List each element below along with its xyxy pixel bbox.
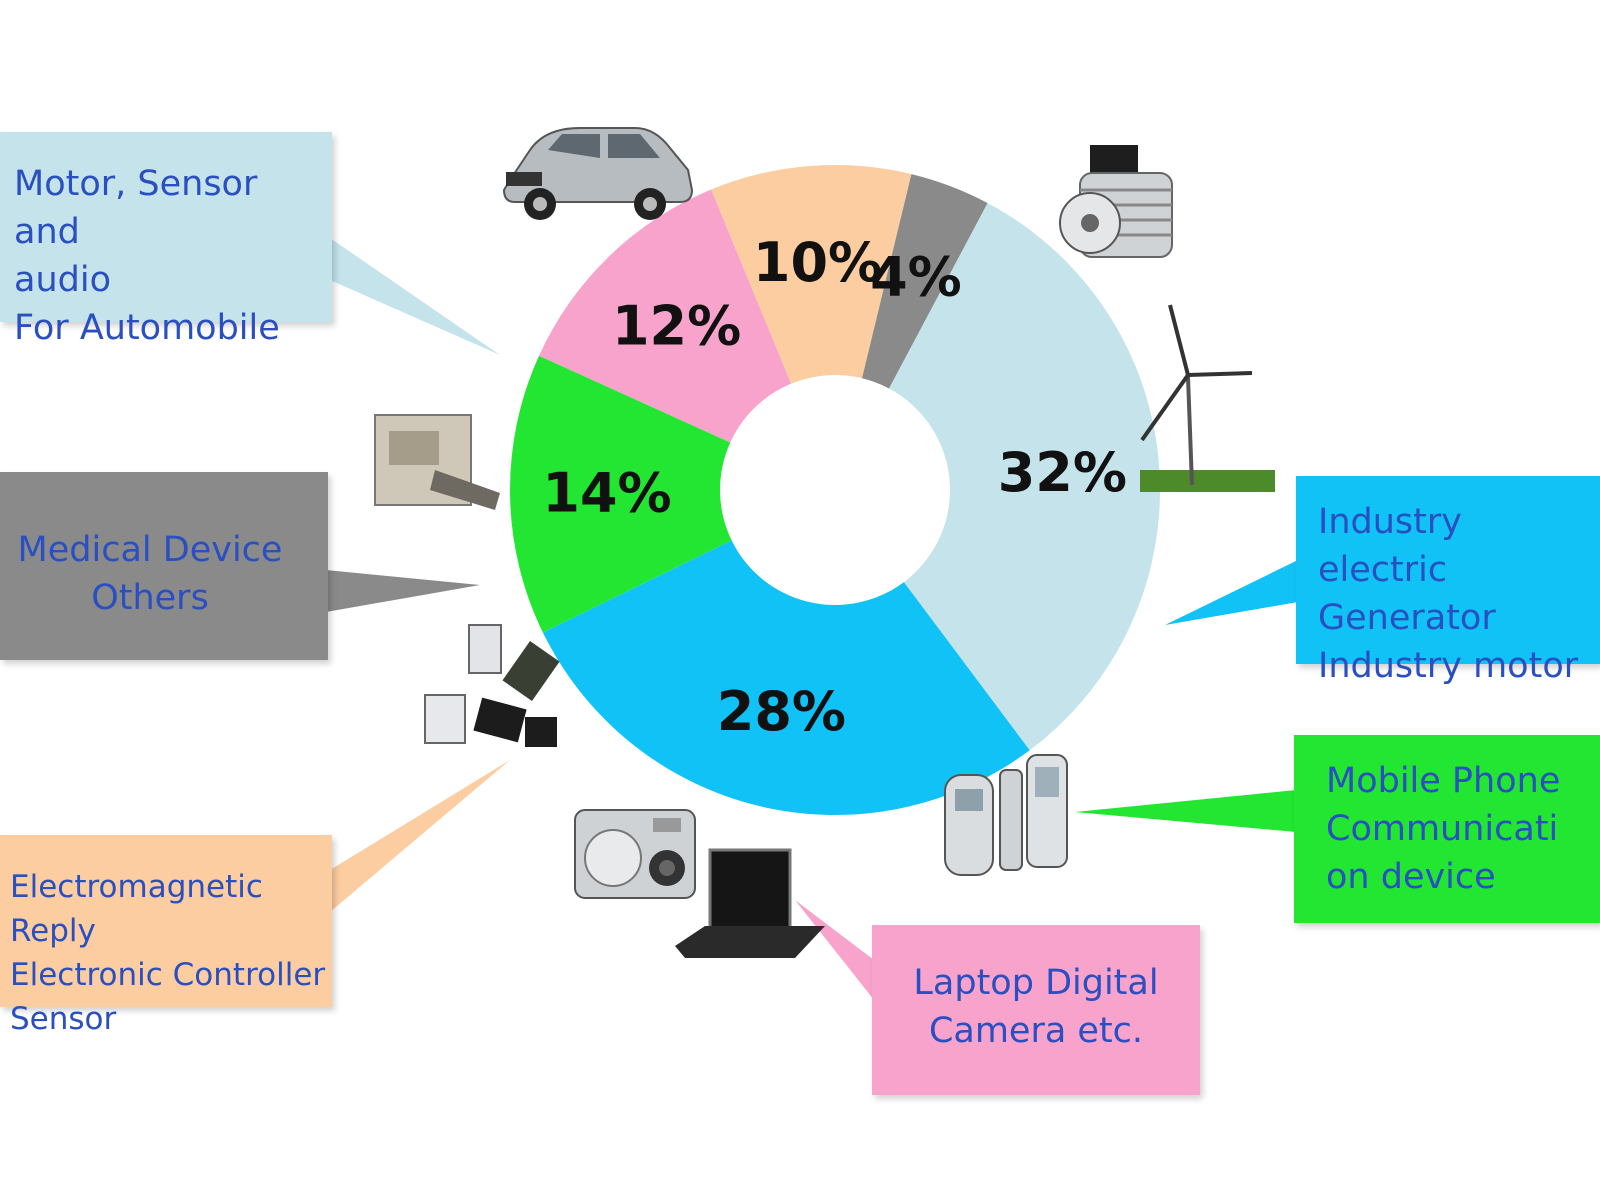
slice-4 [711, 165, 912, 384]
slice-labels: 32% 28% 14% 12%10%4% [542, 231, 1127, 743]
pointer-medical [326, 570, 480, 612]
slice-5 [862, 174, 988, 389]
pointer-industry [1165, 560, 1298, 625]
callout-industry: Industry electric Generator Industry mot… [1296, 476, 1600, 686]
wind-turbine-icon [1140, 304, 1275, 492]
callout-industry-text: Industry electric Generator Industry mot… [1318, 502, 1579, 686]
medical-device-icon [374, 414, 500, 510]
slice-value-label-1: 28% [717, 680, 846, 743]
car-icon [502, 127, 694, 220]
mobile-phones-icon [944, 754, 1068, 876]
slice-value-label-2: 14% [542, 462, 671, 525]
callout-mobile-text: Mobile Phone Communicati on device [1326, 761, 1561, 897]
donut-slices [509, 165, 1160, 815]
electric-motor-icon [1059, 145, 1173, 258]
slice-value-label-0: 32% [998, 441, 1127, 504]
slice-1 [542, 540, 1030, 815]
callout-mobile: Mobile Phone Communicati on device [1294, 735, 1600, 923]
slice-3 [539, 189, 792, 443]
relays-icon [424, 624, 560, 747]
callout-pointers [326, 238, 1298, 1000]
slice-0 [888, 203, 1160, 751]
laptop-icon [675, 848, 825, 958]
pointer-electromagnetic [330, 760, 510, 912]
digital-camera-icon [574, 809, 696, 899]
callout-medical-text: Medical Device Others [17, 530, 283, 618]
pointer-automobile [330, 238, 500, 355]
pointer-laptop [795, 900, 874, 1000]
callout-electromagnetic: Electromagnetic Reply Electronic Control… [0, 835, 332, 1037]
callout-laptop-text: Laptop Digital Camera etc. [913, 963, 1159, 1051]
slice-value-label-4: 10% [753, 231, 882, 294]
callout-medical: Medical Device Others [0, 472, 328, 660]
slice-value-label-5: 4% [870, 245, 962, 308]
slice-value-label-3: 12% [612, 294, 741, 357]
callout-automobile-text: Motor, Sensor and audio For Automobile [14, 164, 280, 348]
callout-laptop: Laptop Digital Camera etc. [872, 925, 1200, 1095]
callout-automobile: Motor, Sensor and audio For Automobile [0, 132, 332, 348]
pointer-mobile [1075, 790, 1296, 832]
callout-electromagnetic-text: Electromagnetic Reply Electronic Control… [10, 869, 326, 1037]
slice-2 [509, 355, 732, 633]
